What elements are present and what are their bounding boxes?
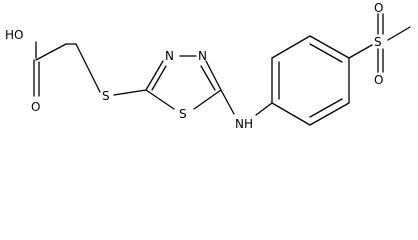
bond-s-c5 — [113, 89, 147, 96]
bond-ar-6 — [271, 102, 311, 126]
atom-sulfonyl-oxygen-top: O — [374, 1, 383, 15]
bond-nh-ring — [255, 102, 273, 116]
atom-carbonyl-oxygen: O — [31, 100, 40, 114]
atom-sulfonyl-sulfur: S — [374, 35, 382, 49]
atom-amine-hydrogen: H — [244, 117, 253, 131]
atom-thioether-sulfur: S — [102, 89, 110, 103]
structure-svg: HO O S N N S N H S O O — [5, 1, 411, 131]
atom-ring-sulfur: S — [179, 107, 187, 121]
bond-n3-c2 — [205, 60, 222, 91]
atom-sulfonyl-oxygen-bottom: O — [374, 73, 383, 87]
bond-c2-s1 — [193, 89, 222, 110]
atom-amine-nitrogen: N — [235, 117, 244, 131]
atom-ring-nitrogen-1: N — [165, 49, 174, 63]
bond-s1-c5 — [145, 89, 175, 110]
bond-c2-nh — [220, 89, 235, 115]
atom-ring-nitrogen-2: N — [198, 49, 207, 63]
bond-ar-3-inner — [309, 43, 343, 63]
bond-ar-5-inner — [309, 98, 343, 118]
bond-ar-s — [348, 44, 373, 59]
bond-n3-c2-inner — [200, 65, 216, 91]
molecule-diagram: HO O S N N S N H S O O — [5, 1, 411, 131]
bond-ar-3 — [309, 35, 350, 59]
bond-c5-n4-inner — [151, 65, 167, 91]
bond-ar-5 — [309, 102, 350, 126]
bond-ch2-s — [75, 43, 101, 93]
bond-s-ch3 — [387, 26, 411, 41]
bond-ar-2 — [271, 35, 311, 59]
bond-c5-n4 — [145, 60, 164, 91]
bond-c-ch2 — [35, 43, 67, 61]
atom-hydroxyl: HO — [5, 28, 23, 42]
